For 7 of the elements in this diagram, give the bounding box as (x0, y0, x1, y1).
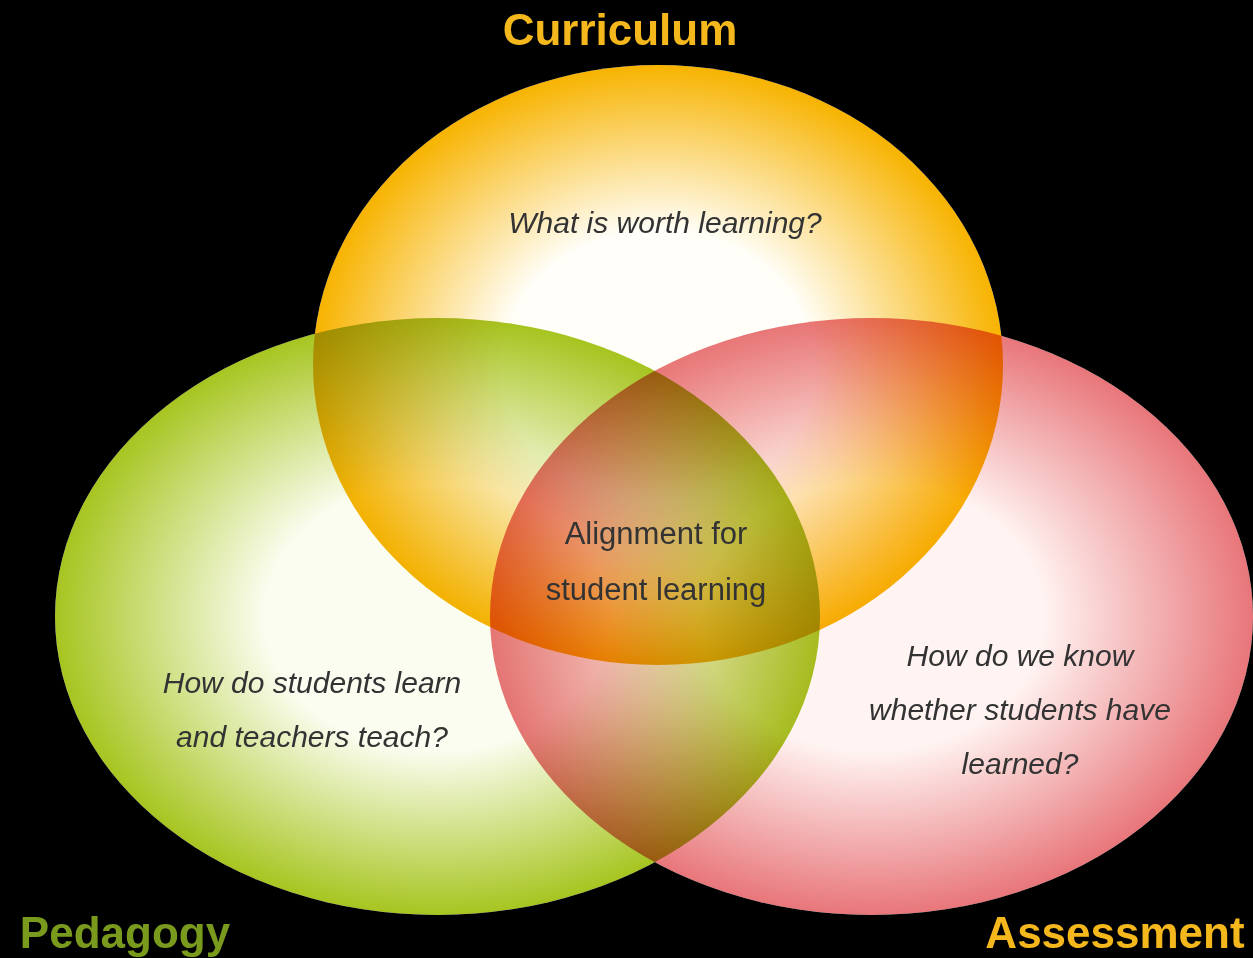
circle-heading: Curriculum (502, 5, 738, 55)
circle-heading: Pedagogy (19, 908, 231, 958)
overlap-label: Alignment for student learning (544, 515, 768, 609)
circle-question: How do we know whether students have learned? (868, 638, 1172, 782)
circle-question: How do students learn and teachers teach? (161, 665, 463, 755)
circle-question: What is worth learning? (507, 205, 823, 241)
circle-heading: Assessment (985, 908, 1245, 958)
